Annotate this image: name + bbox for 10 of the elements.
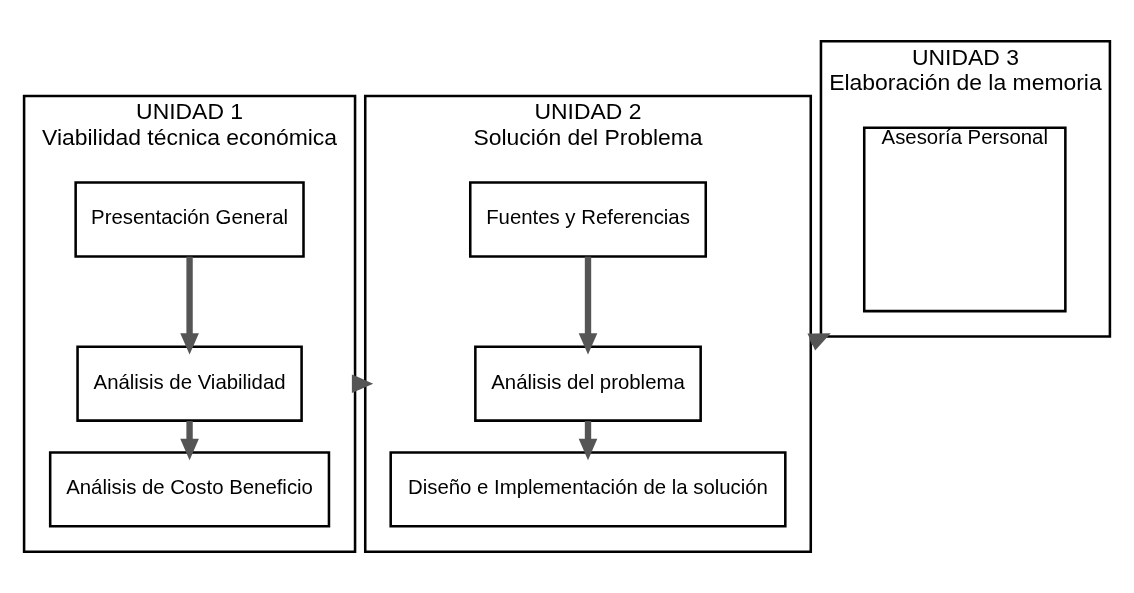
node-box: Análisis de Viabilidad [76, 345, 303, 422]
arrow [578, 256, 598, 355]
node-box: Diseño e Implementación de la solución [389, 451, 787, 528]
node-box: Fuentes y Referencias [469, 181, 708, 258]
node-box: Análisis del problema [474, 345, 702, 422]
arrow [351, 374, 374, 393]
node-box: Análisis de Costo Beneficio [48, 451, 331, 528]
node-box: Asesoría Personal [862, 126, 1067, 313]
node-box: Presentación General [74, 181, 305, 258]
arrow [180, 256, 199, 355]
